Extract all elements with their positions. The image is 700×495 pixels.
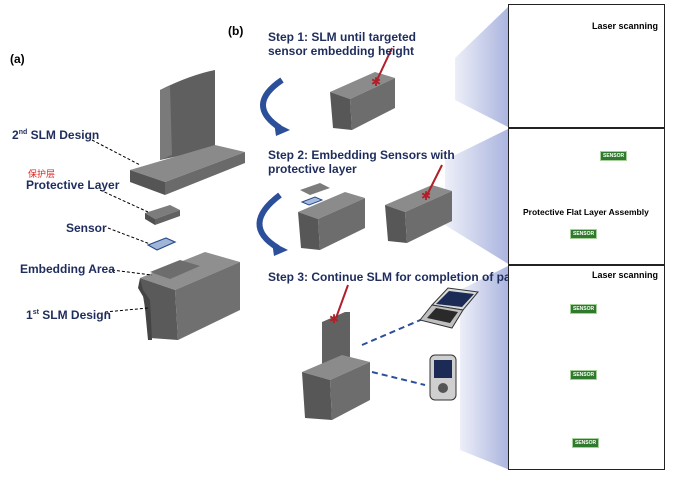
svg-text:✱: ✱	[371, 75, 381, 89]
svg-text:✱: ✱	[329, 312, 339, 326]
second-slm-text: SLM Design	[27, 128, 100, 142]
sensor-tag-panel2-top: SENSOR	[600, 151, 628, 161]
label-sensor: Sensor	[66, 221, 107, 235]
panel-a-label: (a)	[10, 52, 25, 66]
svg-text:✱: ✱	[421, 189, 431, 203]
chinese-note: 保护层	[28, 169, 56, 179]
rotate-arrow-1	[260, 77, 284, 131]
panel-b-label: (b)	[228, 24, 244, 38]
label-protective-layer: Protective Layer	[26, 178, 120, 192]
laser-scanning-label-1: Laser scanning	[592, 21, 659, 31]
laser-beam-1	[376, 47, 393, 81]
step2-title: Step 2: Embedding Sensors with protectiv…	[268, 148, 455, 176]
first-slm-number: 1	[26, 308, 33, 322]
laser-beam-2	[426, 164, 443, 196]
laptop-icon	[419, 287, 479, 329]
leader-lines	[91, 139, 153, 313]
rotate-arrow-2	[256, 192, 282, 251]
zoom-panel-step2	[508, 128, 665, 265]
laser-scanning-label-2: Laser scanning	[592, 270, 659, 280]
step1-title: Step 1: SLM until targeted sensor embedd…	[268, 30, 417, 58]
label-embedding-area: Embedding Area	[20, 262, 115, 276]
zoom-panel-step3	[508, 265, 665, 470]
zoom-fan-3	[460, 265, 510, 470]
first-slm-text: SLM Design	[38, 308, 111, 322]
zoom-panel-step1	[508, 4, 665, 128]
label-first-slm-design: 1st SLM Design	[26, 306, 111, 322]
second-slm-number: 2	[12, 128, 19, 142]
step3-title: Step 3: Continue SLM for completion of p…	[268, 270, 520, 284]
protective-layer-shape	[145, 205, 180, 225]
phone-icon	[429, 354, 457, 401]
final-part	[302, 312, 370, 420]
sensor-tag-panel3-2: SENSOR	[570, 370, 598, 380]
sensor-tag-panel3-3: SENSOR	[572, 438, 600, 448]
first-slm-part	[138, 252, 240, 340]
step1-part	[330, 72, 395, 130]
zoom-fan-1	[455, 5, 510, 128]
sensor-shape	[146, 237, 177, 251]
step2-part-b	[385, 185, 452, 243]
laser-beam-3	[335, 284, 349, 319]
second-slm-sup: nd	[18, 129, 28, 136]
label-second-slm-design: 2nd SLM Design	[12, 126, 99, 142]
second-slm-part	[130, 70, 245, 195]
first-slm-sup: st	[32, 309, 39, 316]
sensor-tag-panel3-1: SENSOR	[570, 304, 598, 314]
step2-part-a	[298, 192, 365, 250]
sensor-tag-panel2-bottom: SENSOR	[570, 229, 598, 239]
protective-flat-layer-label: Protective Flat Layer Assembly	[523, 207, 649, 217]
zoom-fan-2	[445, 128, 510, 265]
